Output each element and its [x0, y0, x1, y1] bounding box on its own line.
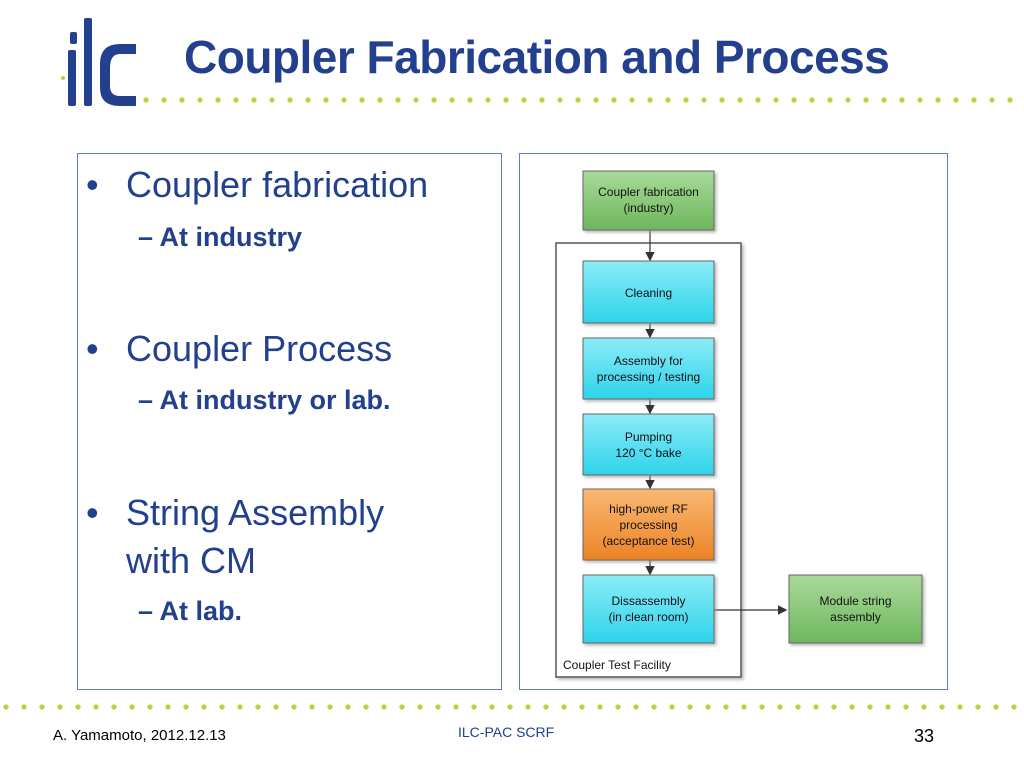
sub-bullet-dash: – — [138, 222, 154, 252]
slide-title: Coupler Fabrication and Process — [184, 31, 890, 83]
svg-text:(acceptance test): (acceptance test) — [602, 534, 694, 548]
bullet-text-line1: String Assembly — [126, 492, 385, 533]
bullet-dot: • — [86, 164, 99, 205]
footer-event: ILC-PAC SCRF — [458, 724, 555, 740]
bullet-dot: • — [86, 492, 99, 533]
box-rf-processing: high-power RF processing (acceptance tes… — [582, 488, 715, 561]
svg-text:120 °C bake: 120 °C bake — [615, 446, 682, 460]
sub-bullet-dash: – — [138, 385, 154, 415]
sub-bullet-text: At lab. — [159, 596, 243, 626]
svg-text:(industry): (industry) — [623, 201, 673, 215]
svg-text:Coupler fabrication: Coupler fabrication — [598, 185, 699, 199]
svg-text:assembly: assembly — [830, 610, 881, 624]
bullet-panel — [77, 153, 502, 690]
sub-bullet-item-2: – At industry or lab. — [138, 385, 391, 416]
bullet-text-line2: with CM — [126, 540, 257, 581]
box-assembly: Assembly for processing / testing — [582, 337, 715, 400]
sub-bullet-text: At industry — [159, 222, 303, 252]
svg-text:processing: processing — [619, 518, 677, 532]
box-pumping: Pumping 120 °C bake — [582, 413, 715, 476]
bottom-dotted-divider — [3, 704, 1017, 710]
footer-author-date: A. Yamamoto, 2012.12.13 — [53, 727, 226, 744]
box-cleaning: Cleaning — [582, 260, 715, 324]
sub-bullet-item-1: – At industry — [138, 222, 302, 253]
box-module-string-assembly: Module string assembly — [788, 574, 923, 644]
process-flow-diagram: Coupler Test Facility Coupler fabricatio… — [555, 170, 923, 678]
svg-text:(in clean room): (in clean room) — [608, 610, 688, 624]
bullet-dot: • — [86, 328, 99, 369]
sub-bullet-text: At industry or lab. — [159, 385, 391, 415]
box-disassembly: Dissassembly (in clean room) — [582, 574, 715, 644]
page-number: 33 — [914, 726, 935, 746]
svg-text:Dissassembly: Dissassembly — [611, 594, 685, 608]
bullet-text: Coupler fabrication — [126, 164, 429, 205]
svg-text:high-power RF: high-power RF — [609, 502, 688, 516]
diagram-panel — [519, 153, 948, 690]
ilc-logo — [61, 18, 136, 106]
svg-text:Cleaning: Cleaning — [625, 286, 672, 300]
sub-bullet-dash: – — [138, 596, 154, 626]
flow-arrows — [645, 230, 788, 615]
sub-bullet-item-3: – At lab. — [138, 596, 242, 627]
svg-text:Pumping: Pumping — [625, 430, 672, 444]
svg-text:processing / testing: processing / testing — [597, 370, 700, 384]
bullet-text: Coupler Process — [126, 328, 393, 369]
top-dotted-divider — [143, 97, 1013, 103]
box-coupler-fabrication: Coupler fabrication (industry) — [582, 170, 715, 231]
facility-label: Coupler Test Facility — [563, 658, 671, 672]
svg-text:Module string: Module string — [819, 594, 891, 608]
svg-text:Assembly for: Assembly for — [614, 354, 683, 368]
